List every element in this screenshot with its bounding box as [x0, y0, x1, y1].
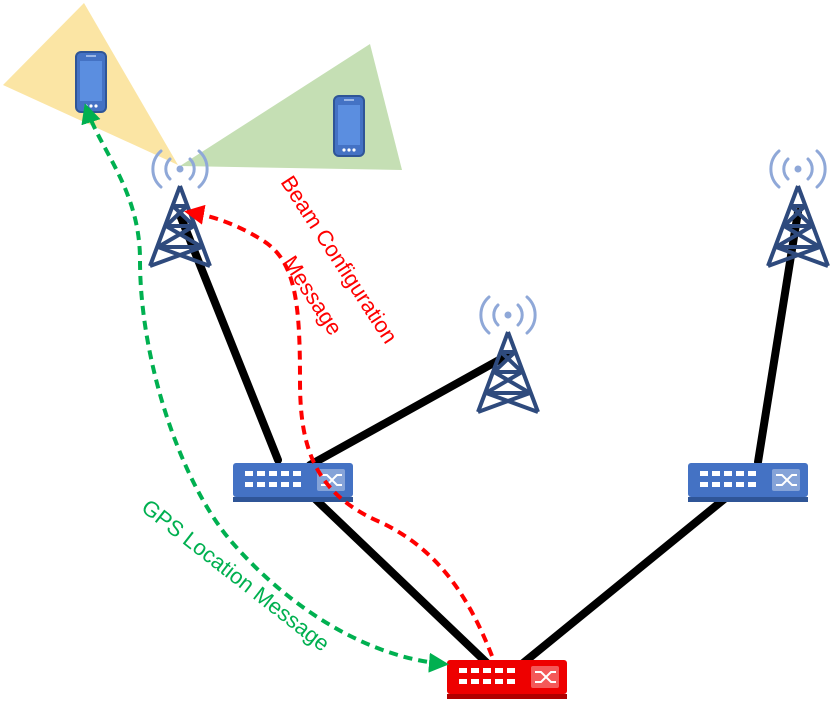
- switch-root: [447, 660, 567, 699]
- smartphone-icon: [333, 95, 365, 157]
- phone-in-green-beam: [333, 95, 365, 157]
- tower-right: [766, 149, 830, 268]
- switch-shuffle-icon: [531, 666, 559, 688]
- cell-tower-icon: [148, 185, 212, 268]
- switch-ports-icon: [700, 471, 756, 487]
- phone-in-yellow-beam: [75, 51, 107, 113]
- tower-middle: [476, 295, 540, 414]
- cell-tower-icon: [476, 331, 540, 414]
- link-root-switchleft: [306, 490, 492, 668]
- gps-location-label: GPS Location Message: [137, 494, 335, 656]
- gps-message-arrow: [81, 103, 449, 673]
- switch-left: [233, 463, 353, 502]
- beam-config-message-arrow: [184, 204, 494, 657]
- switch-shuffle-icon: [772, 469, 800, 491]
- cell-tower-icon: [766, 185, 830, 268]
- antenna-waves-icon: [769, 149, 827, 189]
- antenna-waves-icon: [479, 295, 537, 335]
- switch-right: [688, 463, 808, 502]
- link-root-switchright: [518, 492, 732, 668]
- smartphone-icon: [75, 51, 107, 113]
- tower-left: [148, 149, 212, 268]
- switch-ports-icon: [459, 668, 515, 684]
- beam-green: [180, 44, 402, 170]
